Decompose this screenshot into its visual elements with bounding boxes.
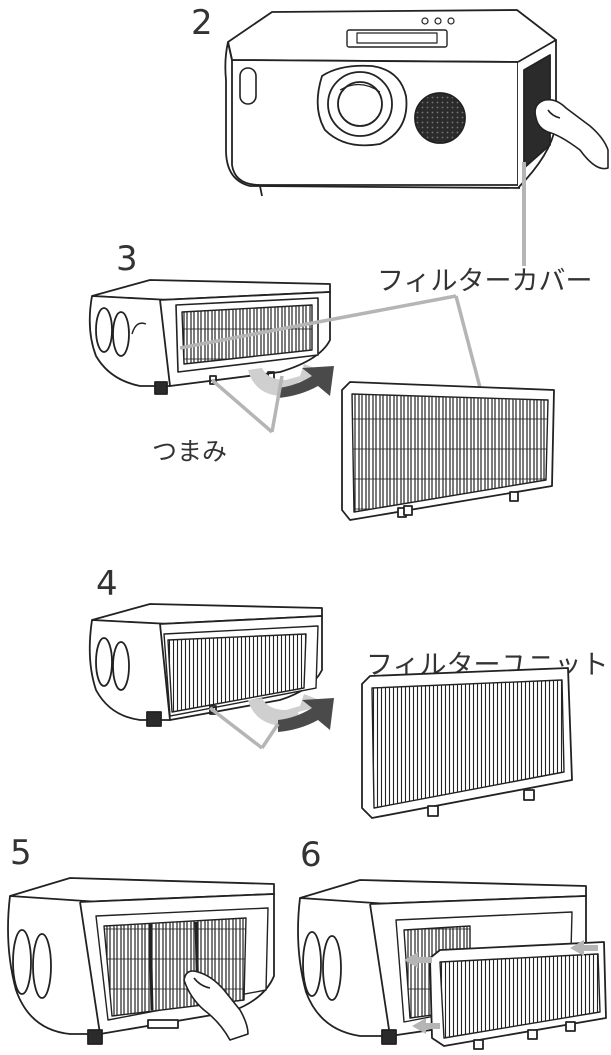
projector-illustration-step2 bbox=[224, 9, 557, 197]
hand-icon-step2 bbox=[534, 98, 609, 170]
projector-illustration-step3 bbox=[88, 279, 331, 395]
filter-cover-illustration bbox=[341, 381, 555, 521]
filter-cover-label: フィルターカバー bbox=[377, 266, 593, 297]
step-number-6: 6 bbox=[300, 835, 322, 875]
step-number-4: 4 bbox=[96, 564, 118, 604]
step-number-3: 3 bbox=[116, 239, 138, 279]
filter-unit-insert-step6 bbox=[429, 941, 607, 1050]
knob-label: つまみ bbox=[152, 437, 228, 466]
projector-illustration-step4 bbox=[88, 603, 323, 727]
curved-arrow-icon-step3 bbox=[248, 364, 334, 398]
push-arrow-icons-step6 bbox=[404, 940, 598, 1034]
step-number-5: 5 bbox=[10, 833, 32, 873]
filter-unit-illustration bbox=[361, 667, 573, 819]
step-number-2: 2 bbox=[191, 3, 213, 43]
curved-arrow-icon-step4 bbox=[248, 694, 334, 732]
hand-icon-step5 bbox=[183, 970, 249, 1041]
